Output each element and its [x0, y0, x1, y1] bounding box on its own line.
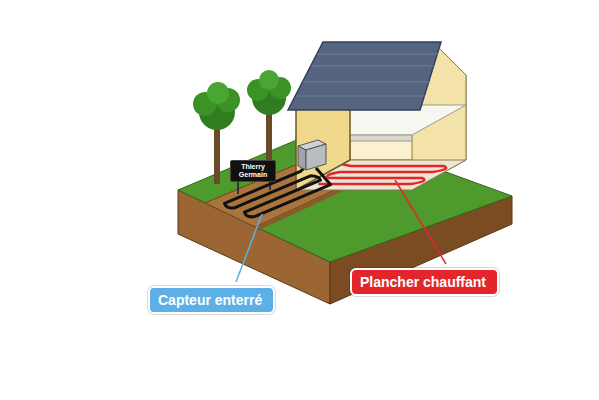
leader-line — [395, 180, 446, 264]
leader-line — [236, 214, 262, 282]
heat-pump-front — [306, 144, 326, 170]
collector-label: Capteur enterré — [148, 286, 275, 314]
label-text: Plancher chauffant — [360, 273, 489, 291]
label-text: Thierry Germain — [234, 163, 272, 179]
tree — [247, 70, 291, 162]
heating-label: Plancher chauffant — [350, 268, 499, 296]
roof-tiles — [296, 54, 438, 96]
sign-board: Thierry Germain — [230, 160, 276, 182]
heat-pump-side — [298, 146, 306, 170]
roof — [288, 42, 441, 110]
label-text: Capteur enterré — [158, 291, 265, 309]
